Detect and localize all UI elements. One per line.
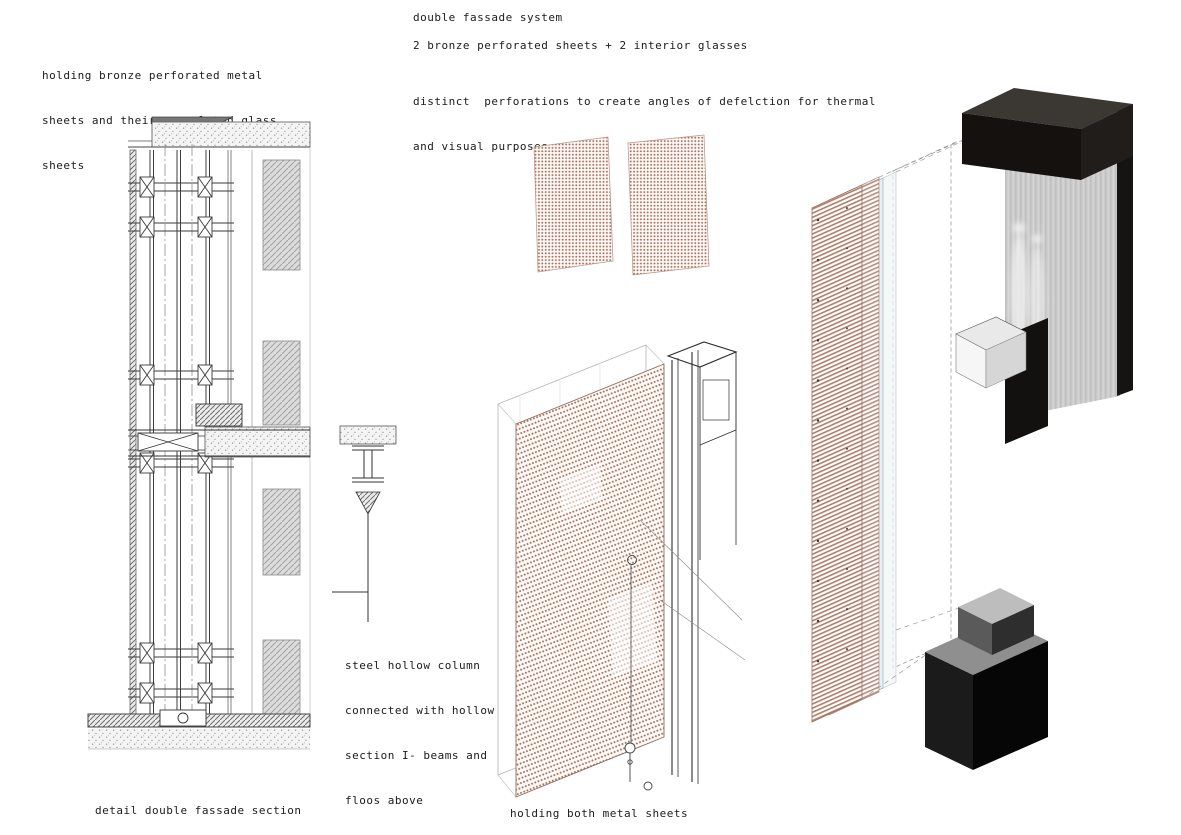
- metal-sheet-layer: [129, 149, 137, 715]
- header-description-line2: and visual purposes: [413, 140, 549, 153]
- header-description: distinct perforations to create angles o…: [413, 64, 876, 184]
- annotation-top-left-line3: sheets: [42, 159, 85, 172]
- header-description-line1: distinct perforations to create angles o…: [413, 95, 876, 108]
- center-lines: [164, 144, 193, 718]
- pivot-details: [624, 555, 653, 791]
- leader-lines: [639, 519, 746, 661]
- back-panel-dashed: [892, 144, 952, 669]
- mid-floor-assembly: [128, 403, 311, 458]
- bronze-layer-1: [811, 184, 863, 723]
- bracket-side-face: [1081, 104, 1133, 180]
- ground-slab: [87, 709, 311, 750]
- figure-perforated-sheets: [533, 134, 710, 276]
- figure-axon-panel: [497, 341, 746, 798]
- column-note-line3: section I- beams and: [345, 749, 488, 762]
- caption-section-detail: detail double fassade section: [95, 804, 302, 817]
- bracket-right-spine: [1117, 104, 1133, 396]
- bracket-top-face: [962, 88, 1133, 129]
- figure-exploded-layers: [811, 95, 1069, 723]
- header-subtitle: 2 bronze perforated sheets + 2 interior …: [413, 39, 748, 52]
- wall-segments: [262, 159, 301, 715]
- annotation-top-left-line1: holding bronze perforated metal: [42, 69, 263, 82]
- header-title: double fassade system: [413, 11, 563, 24]
- figure-column-detail: [332, 425, 397, 622]
- mullion-frame: [666, 341, 738, 784]
- figure-bracket-bottom: [925, 588, 1048, 770]
- perforated-sheet-left: [533, 136, 614, 273]
- figure-section-detail: [87, 116, 311, 750]
- annotation-column-note: steel hollow column connected with hollo…: [345, 628, 495, 835]
- column-note-line2: connected with hollow: [345, 704, 495, 717]
- bracket-front-face: [962, 113, 1081, 180]
- column-note-line1: steel hollow column: [345, 659, 481, 672]
- figure-bracket-top: [955, 88, 1133, 444]
- perforated-sheet-right: [627, 134, 710, 276]
- caption-axon-panel: holding both metal sheets: [510, 807, 689, 820]
- perforated-panel: [515, 363, 665, 798]
- column-note-line4: floos above: [345, 794, 424, 807]
